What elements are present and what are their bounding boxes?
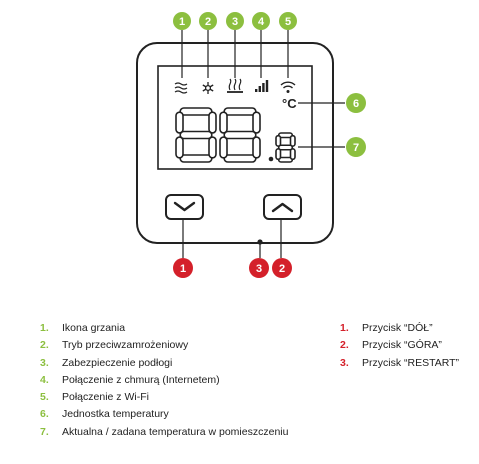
badge-top-1: 1 (173, 12, 191, 30)
legend-item: 3.Zabezpieczenie podłogi (40, 356, 173, 369)
svg-text:1: 1 (179, 16, 185, 28)
svg-text:2: 2 (279, 263, 285, 275)
svg-text:4: 4 (258, 16, 265, 28)
digit-segment (275, 148, 282, 161)
svg-text:3: 3 (256, 263, 262, 275)
digit-segment (219, 136, 228, 159)
legend-display-elements: 1.Ikona grzania 2.Tryb przeciwzamrożenio… (40, 320, 288, 441)
svg-text:7: 7 (353, 142, 359, 154)
svg-text:6: 6 (353, 98, 359, 110)
svg-text:1: 1 (180, 263, 186, 275)
badge-top-4: 4 (252, 12, 270, 30)
badge-top-2: 2 (199, 12, 217, 30)
digit-segment (289, 148, 296, 161)
digit-segment (277, 144, 294, 151)
up-button[interactable] (263, 194, 302, 220)
svg-text:5: 5 (285, 16, 291, 28)
temperature-unit: °C (282, 96, 297, 111)
legend-item: 2.Tryb przeciwzamrożeniowy (40, 339, 189, 352)
badge-bottom-down: 1 (173, 258, 193, 278)
snowflake-icon (202, 82, 214, 94)
badge-top-5: 5 (279, 12, 297, 30)
legend-buttons: 1.Przycisk “DÓŁ” 2.Przycisk “GÓRA” 3.Prz… (340, 320, 459, 372)
svg-text:2: 2 (205, 16, 211, 28)
digit-segment (223, 154, 257, 163)
badge-side-6: 6 (346, 93, 366, 113)
floor-heating-icon (227, 78, 243, 93)
digit-segment (208, 136, 217, 159)
svg-text:3: 3 (232, 16, 238, 28)
chevron-down-icon (173, 201, 196, 212)
legend-item: 5.Połączenie z Wi-Fi (40, 391, 149, 404)
decimal-digit (275, 132, 296, 163)
legend-item: 3.Przycisk “RESTART” (340, 356, 460, 369)
heating-waves-icon (174, 82, 188, 94)
digit-segment (175, 111, 184, 134)
digit-segment (223, 107, 257, 116)
temperature-digit (175, 107, 217, 163)
legend-item: 4.Połączenie z chmurą (Internetem) (40, 373, 220, 386)
badge-bottom-up: 2 (272, 258, 292, 278)
temperature-digit (219, 107, 261, 163)
restart-button[interactable] (257, 239, 263, 245)
legend-item: 2.Przycisk “GÓRA” (340, 339, 442, 352)
digit-segment (219, 111, 228, 134)
legend-item: 1.Ikona grzania (40, 322, 126, 334)
legend-item: 1.Przycisk “DÓŁ” (340, 322, 433, 334)
digit-segment (252, 136, 261, 159)
digit-segment (175, 136, 184, 159)
digit-segment (179, 154, 213, 163)
decimal-point (268, 156, 274, 162)
digit-segment (289, 134, 296, 147)
badge-side-7: 7 (346, 137, 366, 157)
legend-item: 6.Jednostka temperatury (40, 408, 169, 421)
thermostat-diagram: °C 1 2 3 4 5 6 7 1 (136, 12, 366, 278)
digit-segment (179, 130, 213, 140)
digit-segment (252, 111, 261, 134)
digit-segment (275, 134, 282, 147)
legend-item: 7.Aktualna / zadana temperatura w pomies… (40, 425, 289, 438)
signal-bars-icon (255, 80, 269, 92)
digit-segment (223, 130, 257, 140)
down-button[interactable] (165, 194, 204, 220)
digit-segment (208, 111, 217, 134)
chevron-up-icon (271, 202, 294, 213)
digit-segment (179, 107, 213, 116)
badge-bottom-restart: 3 (249, 258, 269, 278)
temperature-digits (175, 107, 296, 163)
wifi-icon (280, 81, 296, 93)
badge-top-3: 3 (226, 12, 244, 30)
